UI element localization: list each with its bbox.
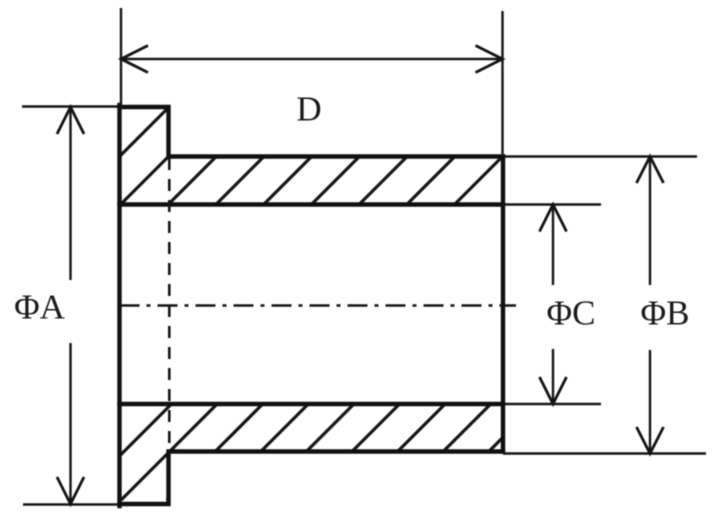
svg-text:ΦB: ΦB xyxy=(641,294,690,333)
svg-text:ΦC: ΦC xyxy=(547,294,596,333)
svg-text:ΦA: ΦA xyxy=(14,288,66,327)
svg-text:D: D xyxy=(296,90,321,129)
